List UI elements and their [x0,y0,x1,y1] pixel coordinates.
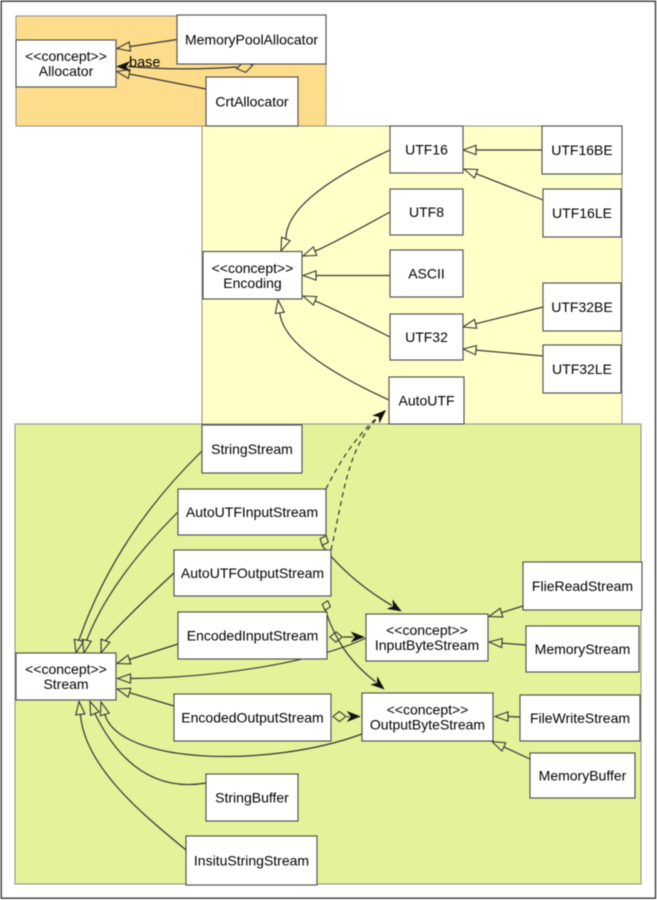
svg-text:MemoryBuffer: MemoryBuffer [539,768,627,784]
svg-text:StringBuffer: StringBuffer [215,790,289,806]
svg-text:<<concept>>: <<concept>> [387,702,469,718]
svg-text:FlieReadStream: FlieReadStream [532,578,633,594]
svg-text:Allocator: Allocator [39,63,94,79]
svg-text:UTF32BE: UTF32BE [551,299,612,315]
svg-text:EncodedInputStream: EncodedInputStream [187,628,319,644]
svg-text:UTF32LE: UTF32LE [552,361,612,377]
svg-text:MemoryPoolAllocator: MemoryPoolAllocator [185,32,318,48]
svg-text:CrtAllocator: CrtAllocator [215,94,288,110]
svg-text:EncodedOutputStream: EncodedOutputStream [181,710,323,726]
svg-text:<<concept>>: <<concept>> [25,48,107,64]
svg-text:StringStream: StringStream [211,441,293,457]
svg-text:AutoUTF: AutoUTF [398,393,454,409]
svg-text:AutoUTFOutputStream: AutoUTFOutputStream [181,565,324,581]
svg-text:<<concept>>: <<concept>> [386,622,468,638]
svg-text:Encoding: Encoding [223,275,281,291]
svg-text:Stream: Stream [43,676,88,692]
svg-text:UTF32: UTF32 [405,329,448,345]
svg-text:UTF8: UTF8 [409,204,444,220]
svg-text:OutputByteStream: OutputByteStream [370,717,485,733]
svg-text:UTF16: UTF16 [405,142,448,158]
svg-text:InsituStringStream: InsituStringStream [194,853,309,869]
svg-text:<<concept>>: <<concept>> [25,661,107,677]
svg-text:InputByteStream: InputByteStream [375,637,479,653]
svg-text:ASCII: ASCII [408,266,445,282]
svg-text:<<concept>>: <<concept>> [212,260,294,276]
svg-text:UTF16LE: UTF16LE [552,205,612,221]
svg-text:UTF16BE: UTF16BE [551,142,612,158]
svg-text:MemoryStream: MemoryStream [535,641,631,657]
svg-text:FileWriteStream: FileWriteStream [530,710,630,726]
svg-text:AutoUTFInputStream: AutoUTFInputStream [186,504,318,520]
svg-text:base: base [129,55,160,71]
